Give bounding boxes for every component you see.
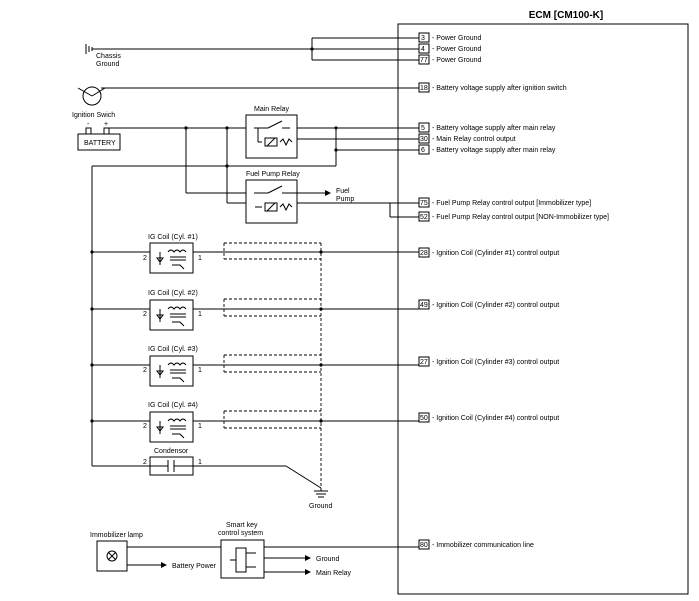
battery-power-label: Battery Power [172,563,217,570]
svg-text:- Ignition Coil (Cylinder #2): - Ignition Coil (Cylinder #2) control ou… [432,302,559,309]
ig-coil-4-pin-1: 1 [198,423,202,430]
battery-plus: + [104,121,108,128]
condensor-label: Condensor [154,448,189,455]
svg-text:- Fuel Pump Relay control outp: - Fuel Pump Relay control output [NON-Im… [432,214,609,221]
ecm-pin-28: 28 - Ignition Coil (Cylinder #1) control… [418,247,559,258]
svg-text:- Battery voltage supply after: - Battery voltage supply after main rela… [432,147,556,154]
ecm-pin-80: 80 - Immobilizer communication line [418,539,534,550]
ig-coil-2 [149,299,194,331]
svg-text:77: 77 [420,57,428,64]
smart-key-ground-label: Ground [316,556,339,563]
svg-text:18: 18 [420,85,428,92]
ecm-pin-6: 6 - Battery voltage supply after main re… [418,144,556,155]
smart-key-control-symbol [220,539,419,579]
svg-text:50: 50 [420,415,428,422]
svg-text:- Battery voltage supply after: - Battery voltage supply after main rela… [432,125,556,132]
ig-coil-3-pin-2: 2 [143,367,147,374]
ecm-pin-27: 27 - Ignition Coil (Cylinder #3) control… [418,356,559,367]
ignition-switch-label: Ignition Swich [72,112,115,119]
fuel-pump-label-1: Fuel [336,188,350,195]
chassis-ground-label-1: Chassis [96,53,121,60]
ig-coil-4-pin-2: 2 [143,423,147,430]
ig-coil-3 [149,355,194,387]
smart-key-label-1: Smart key [226,522,258,529]
svg-text:4: 4 [421,46,425,53]
svg-text:49: 49 [420,302,428,309]
svg-text:- Fuel Pump Relay control outp: - Fuel Pump Relay control output [Immobi… [432,200,591,207]
svg-text:- Power Ground: - Power Ground [432,35,482,42]
main-relay-wires [92,126,419,203]
ig-coil-2-pin-2: 2 [143,311,147,318]
svg-text:30: 30 [420,136,428,143]
immobilizer-lamp-label: Immobilizer lamp [90,532,143,539]
ig-coil-3-pin-1: 1 [198,367,202,374]
svg-text:- Ignition Coil (Cylinder #3): - Ignition Coil (Cylinder #3) control ou… [432,359,559,366]
ecm-pin-49: 49 - Ignition Coil (Cylinder #2) control… [418,299,559,310]
battery-symbol [77,127,121,151]
svg-text:- Main Relay control output: - Main Relay control output [432,136,516,143]
shield-dashed-lines [223,242,322,488]
ig-coil-4 [149,411,194,443]
ecm-pin-30: 30 - Main Relay control output [418,133,516,144]
svg-text:- Ignition Coil (Cylinder #1): - Ignition Coil (Cylinder #1) control ou… [432,250,559,257]
condensor-symbol [149,456,322,489]
svg-text:- Battery voltage supply after: - Battery voltage supply after ignition … [432,85,567,92]
fuel-pump-label-2: Pump [336,196,354,203]
ecm-pin-75: 75 - Fuel Pump Relay control output [Imm… [418,197,591,208]
ignition-switch-symbol [77,86,419,106]
condensor-pin-2: 2 [143,459,147,466]
smart-key-main-relay-label: Main Relay [316,570,352,577]
ig-coil-1-pin-2: 2 [143,255,147,262]
ecm-pin-50: 50 - Ignition Coil (Cylinder #4) control… [418,412,559,423]
ig-coil-2-pin-1: 1 [198,311,202,318]
ecm-pin-18: 18 - Battery voltage supply after igniti… [418,82,567,93]
ig-coil-1-label: IG Coil (Cyl. #1) [148,234,198,241]
ecm-pin-52: 52 - Fuel Pump Relay control output [NON… [418,211,609,222]
battery-label: BATTERY [84,140,116,147]
chassis-ground-label-2: Ground [96,61,119,68]
ig-coil-1-pin-1: 1 [198,255,202,262]
coil-supply-bus [90,166,150,467]
ecm-pin-77: 77 - Power Ground [418,54,482,65]
power-ground-wires [310,37,419,61]
fuel-pump-relay-symbol [245,179,298,224]
svg-text:3: 3 [421,35,425,42]
ig-coil-2-label: IG Coil (Cyl. #2) [148,290,198,297]
ground-label: Ground [309,503,332,510]
condensor-pin-1: 1 [198,459,202,466]
svg-text:- Power Ground: - Power Ground [432,46,482,53]
fuel-pump-relay-label: Fuel Pump Relay [246,171,300,178]
ecm-pin-3: 3 - Power Ground [418,32,482,43]
chassis-ground-symbol [85,44,312,54]
svg-text:27: 27 [420,359,428,366]
svg-text:- Ignition Coil (Cylinder #4): - Ignition Coil (Cylinder #4) control ou… [432,415,559,422]
ig-coil-4-label: IG Coil (Cyl. #4) [148,402,198,409]
battery-minus: - [87,121,90,128]
svg-text:5: 5 [421,125,425,132]
svg-text:- Immobilizer communication li: - Immobilizer communication line [432,542,534,549]
fuel-pump-relay-wires [227,190,419,218]
svg-text:6: 6 [421,147,425,154]
ecm-pin-4: 4 - Power Ground [418,43,482,54]
ecm-title: ECM [CM100-K] [529,10,603,21]
svg-text:28: 28 [420,250,428,257]
coil-output-wires [193,250,419,423]
main-relay-symbol [245,114,298,159]
svg-text:75: 75 [420,200,428,207]
ig-coil-3-label: IG Coil (Cyl. #3) [148,346,198,353]
immobilizer-lamp-symbol [96,540,221,572]
ecm-pin-5: 5 - Battery voltage supply after main re… [418,122,556,133]
ground-symbol [314,488,328,498]
svg-text:80: 80 [420,542,428,549]
ig-coil-1 [149,242,194,274]
svg-text:- Power Ground: - Power Ground [432,57,482,64]
smart-key-label-2: control system [218,530,263,537]
svg-text:52: 52 [420,214,428,221]
ecm-box [397,23,689,595]
main-relay-label: Main Relay [254,106,290,113]
